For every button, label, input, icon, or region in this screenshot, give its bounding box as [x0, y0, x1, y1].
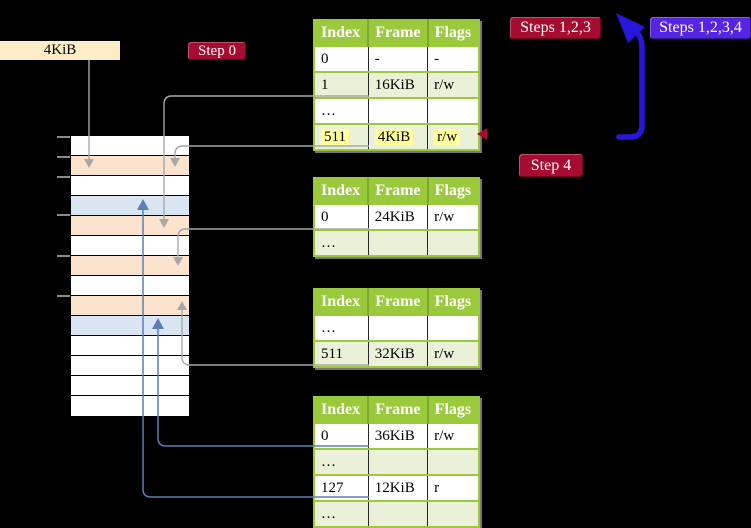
column-header-frame: Frame: [367, 289, 428, 315]
memory-frame-row-white: [71, 376, 189, 396]
table-row: …: [314, 229, 479, 256]
table-cell: -: [367, 45, 428, 72]
memory-frame-row-peach: [71, 156, 189, 176]
highlighted-value: 4KiB: [374, 128, 414, 145]
memory-frame-row-peach: [71, 256, 189, 276]
table-cell: 511: [314, 123, 369, 150]
table-cell: -: [427, 45, 479, 72]
table-cell: r/w: [427, 340, 479, 367]
table-cell: 1: [314, 71, 369, 98]
table-cell: …: [314, 229, 369, 256]
column-header-flags: Flags: [426, 289, 479, 315]
table-cell: 4KiB: [367, 123, 428, 150]
table-cell: 32KiB: [367, 340, 428, 367]
table-cell: r/w: [427, 71, 479, 98]
column-header-frame: Frame: [367, 397, 428, 423]
memory-frame-row-white: [71, 136, 189, 156]
table-row: …: [314, 500, 479, 527]
table-cell: 127: [314, 474, 369, 501]
physical-memory-column: [70, 135, 190, 416]
table-cell: …: [314, 500, 369, 527]
steps123-badge: Steps 1,2,3: [510, 17, 601, 39]
table-cell: [427, 314, 479, 341]
column-header-index: Index: [314, 178, 369, 204]
step4-badge: Step 4: [519, 154, 583, 177]
table-cell: [427, 448, 479, 475]
memory-frame-row-peach: [71, 296, 189, 316]
table-cell: [427, 229, 479, 256]
table-row: 0--: [314, 45, 479, 72]
big-steps-arrow: [616, 13, 645, 140]
table-cell: 511: [314, 340, 369, 367]
table-cell: 12KiB: [367, 474, 428, 501]
table-cell: 16KiB: [367, 71, 428, 98]
table-cell: …: [314, 314, 369, 341]
table-cell: …: [314, 97, 369, 124]
table-cell: [427, 500, 479, 527]
table-cell: [367, 314, 428, 341]
step0-badge: Step 0: [188, 42, 246, 60]
memory-frame-row-white: [71, 336, 189, 356]
column-header-index: Index: [314, 289, 369, 315]
memory-tick-marks: [57, 136, 70, 297]
table-row: …: [314, 97, 479, 124]
table-row: …: [314, 314, 479, 341]
column-header-flags: Flags: [426, 20, 479, 46]
memory-frame-row-white: [71, 176, 189, 196]
table-cell: 0: [314, 422, 369, 449]
column-header-index: Index: [314, 20, 369, 46]
memory-frame-row-blue: [71, 316, 189, 336]
table-cell: r/w: [427, 203, 479, 230]
table-cell: [367, 500, 428, 527]
table-cell: r/w: [427, 123, 479, 150]
table-cell: [367, 97, 428, 124]
column-header-frame: Frame: [367, 178, 428, 204]
column-header-index: Index: [314, 397, 369, 423]
memory-frame-row-white: [71, 236, 189, 256]
table-cell: r: [427, 474, 479, 501]
column-header-flags: Flags: [426, 397, 479, 423]
memory-frame-row-white: [71, 356, 189, 376]
column-header-flags: Flags: [426, 178, 479, 204]
highlighted-value: 511: [321, 128, 349, 145]
table-cell: 24KiB: [367, 203, 428, 230]
table-cell: …: [314, 448, 369, 475]
memory-frame-row-peach: [71, 216, 189, 236]
memory-frame-row-blue: [71, 196, 189, 216]
highlighted-value: r/w: [434, 128, 461, 145]
column-header-frame: Frame: [367, 20, 428, 46]
table-cell: [367, 448, 428, 475]
table-cell: 0: [314, 203, 369, 230]
table-cell: [427, 97, 479, 124]
memory-frame-row-white: [71, 276, 189, 296]
table-cell: 36KiB: [367, 422, 428, 449]
frame-size-label: 4KiB: [0, 41, 120, 60]
table-cell: 0: [314, 45, 369, 72]
table-cell: r/w: [427, 422, 479, 449]
table-row: 511 4KiB r/w: [314, 123, 479, 150]
table-row: …: [314, 448, 479, 475]
table-cell: [367, 229, 428, 256]
memory-frame-row-white: [71, 396, 189, 416]
steps1234-badge: Steps 1,2,3,4: [650, 17, 751, 39]
